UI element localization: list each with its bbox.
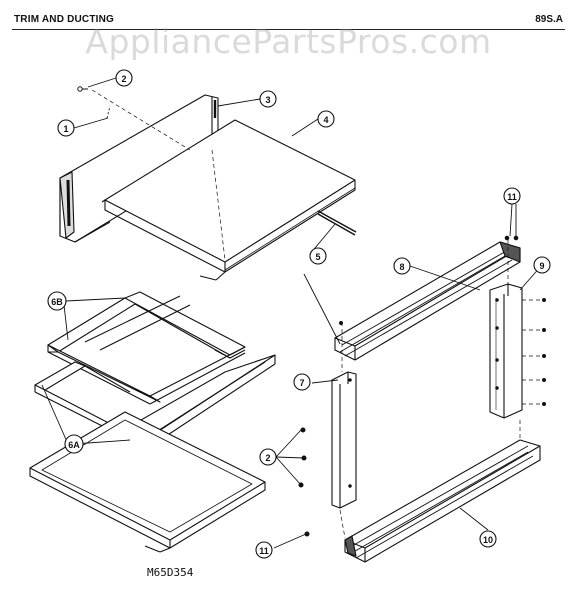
part-bottom-rail [344, 439, 541, 563]
part-right-rail [489, 283, 523, 419]
callout-10: 10 [483, 535, 493, 545]
callout-6b: 6B [51, 297, 63, 307]
callout-9: 9 [539, 261, 544, 271]
callout-2-lower: 2 [265, 453, 270, 463]
callout-7: 7 [299, 378, 304, 388]
section-title: TRIM AND DUCTING [14, 14, 115, 25]
assembly-lines [91, 89, 542, 539]
callout-circles [47, 69, 551, 559]
part-top-cover [101, 119, 356, 281]
callout-11-bottom: 11 [259, 546, 269, 556]
page-code: 89S.A [535, 14, 563, 25]
callout-8: 8 [399, 262, 404, 272]
callout-11-top: 11 [507, 192, 517, 202]
part-rod [317, 210, 357, 236]
callout-5: 5 [315, 252, 320, 262]
callout-2-top: 2 [121, 74, 126, 84]
callout-4: 4 [323, 115, 328, 125]
callout-1: 1 [63, 124, 68, 134]
watermark: AppliancePartsPros.com [85, 22, 492, 61]
part-trim-frame-6b [47, 291, 246, 405]
leader-lines [41, 77, 543, 549]
callout-3: 3 [265, 95, 270, 105]
callout-6a: 6A [68, 440, 80, 450]
diagram-code: M65D354 [147, 566, 194, 579]
header-rule [12, 29, 565, 30]
part-bottom-pan [29, 411, 266, 553]
part-rear-panel [59, 94, 219, 243]
part-top-rail [334, 241, 521, 361]
part-left-rail [331, 371, 357, 509]
screw-fasteners [77, 86, 546, 537]
